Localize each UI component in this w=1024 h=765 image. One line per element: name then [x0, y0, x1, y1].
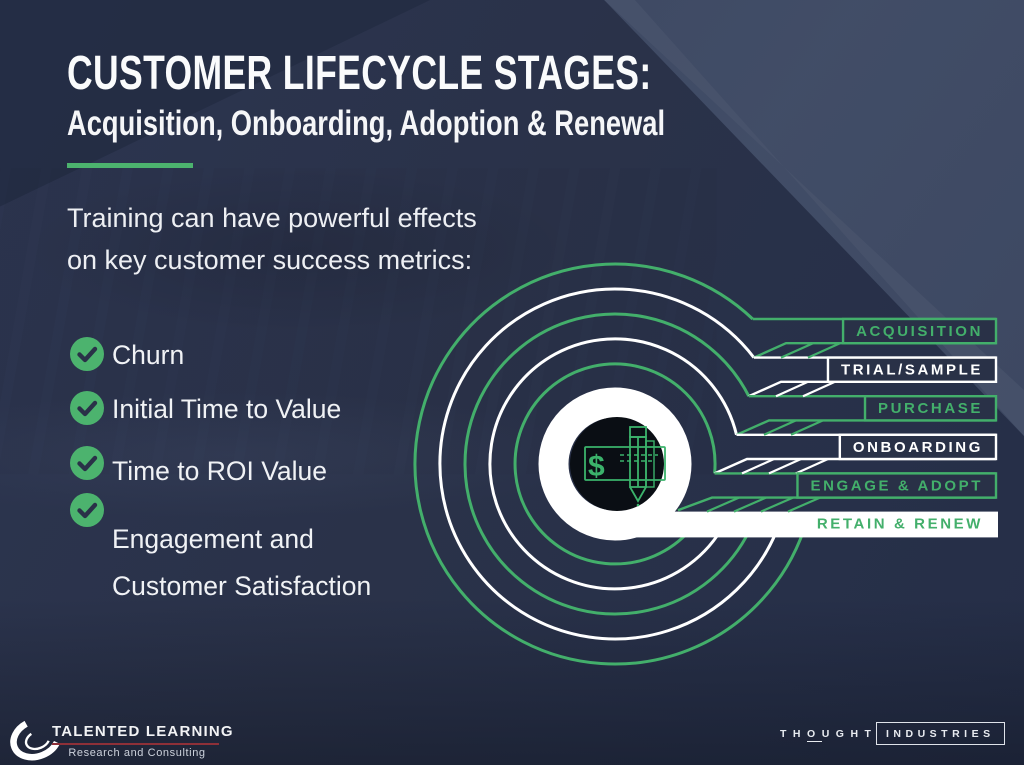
page-title: CUSTOMER LIFECYCLE STAGES: — [67, 47, 652, 100]
channel-rung — [733, 496, 767, 513]
check-icon — [70, 391, 104, 425]
channel-rung — [706, 496, 740, 513]
intro-line-2: on key customer success metrics: — [67, 245, 473, 275]
channel-rung — [807, 342, 841, 359]
bullet-time-to-roi: Time to ROI Value — [112, 456, 328, 486]
channel-rung — [760, 496, 794, 513]
channel-rung — [790, 419, 824, 436]
stage-box-purchase — [863, 395, 998, 422]
cheque-and-pencil-icon: $ — [584, 426, 666, 507]
stage-label-purchase: PURCHASE — [878, 400, 983, 417]
channel-rung — [802, 380, 836, 398]
stage-box-onboarding — [838, 433, 998, 461]
stage-ring-0 — [413, 262, 806, 666]
stage-ring-1 — [438, 287, 779, 641]
check-icon — [70, 337, 104, 371]
swirl-logo-icon — [10, 716, 63, 761]
intro-text: Training can have powerful effects on ke… — [67, 197, 477, 281]
stage-label-onboarding: ONBOARDING — [853, 439, 983, 456]
channel-rung — [741, 457, 775, 475]
talented-learning-logo: TALENTED LEARNING Research and Consultin… — [0, 710, 320, 765]
bullet-initial-time-to-value: Initial Time to Value — [112, 394, 342, 424]
page-subtitle: Acquisition, Onboarding, Adoption & Rene… — [67, 104, 666, 143]
lane-bottom-1 — [748, 380, 996, 398]
brand-underline — [52, 743, 219, 745]
brand-tagline: Research and Consulting — [68, 747, 206, 759]
retain-lane — [610, 511, 998, 538]
lane-bottom-2 — [736, 419, 996, 436]
thought-wordmark: THOUGHT — [780, 728, 878, 742]
stage-box-acquisition — [841, 317, 998, 345]
stage-ring-4 — [513, 362, 717, 566]
channel-rung — [775, 380, 809, 398]
bullet-churn: Churn — [112, 340, 185, 370]
channel-rung — [795, 457, 829, 475]
bullet-engagement-line1: Engagement and — [112, 524, 314, 554]
brand-name: TALENTED LEARNING — [52, 723, 234, 740]
bullet-engagement-line2: Customer Satisfaction — [112, 571, 372, 601]
channel-rung — [780, 342, 814, 359]
svg-text:$: $ — [588, 450, 605, 483]
stage-box-trial-sample — [826, 356, 998, 384]
channel-rung — [768, 457, 802, 475]
stage-box-engage-adopt — [796, 472, 998, 499]
stage-label-engage-adopt: ENGAGE & ADOPT — [810, 477, 983, 494]
intro-line-1: Training can have powerful effects — [67, 203, 477, 233]
stage-ring-3 — [488, 337, 738, 591]
lane-bottom-0 — [753, 342, 996, 359]
check-icon — [70, 446, 104, 480]
check-icon — [70, 493, 104, 527]
channel-rung — [763, 419, 797, 436]
channel-rung — [787, 496, 821, 513]
stage-label-trial-sample: TRIAL/SAMPLE — [841, 362, 983, 379]
stage-label-acquisition: ACQUISITION — [856, 323, 983, 340]
stage-ring-2 — [463, 312, 752, 616]
industries-wordmark: INDUSTRIES — [876, 722, 1005, 745]
title-underline — [67, 163, 193, 168]
stage-label-retain-renew: RETAIN & RENEW — [817, 516, 983, 533]
